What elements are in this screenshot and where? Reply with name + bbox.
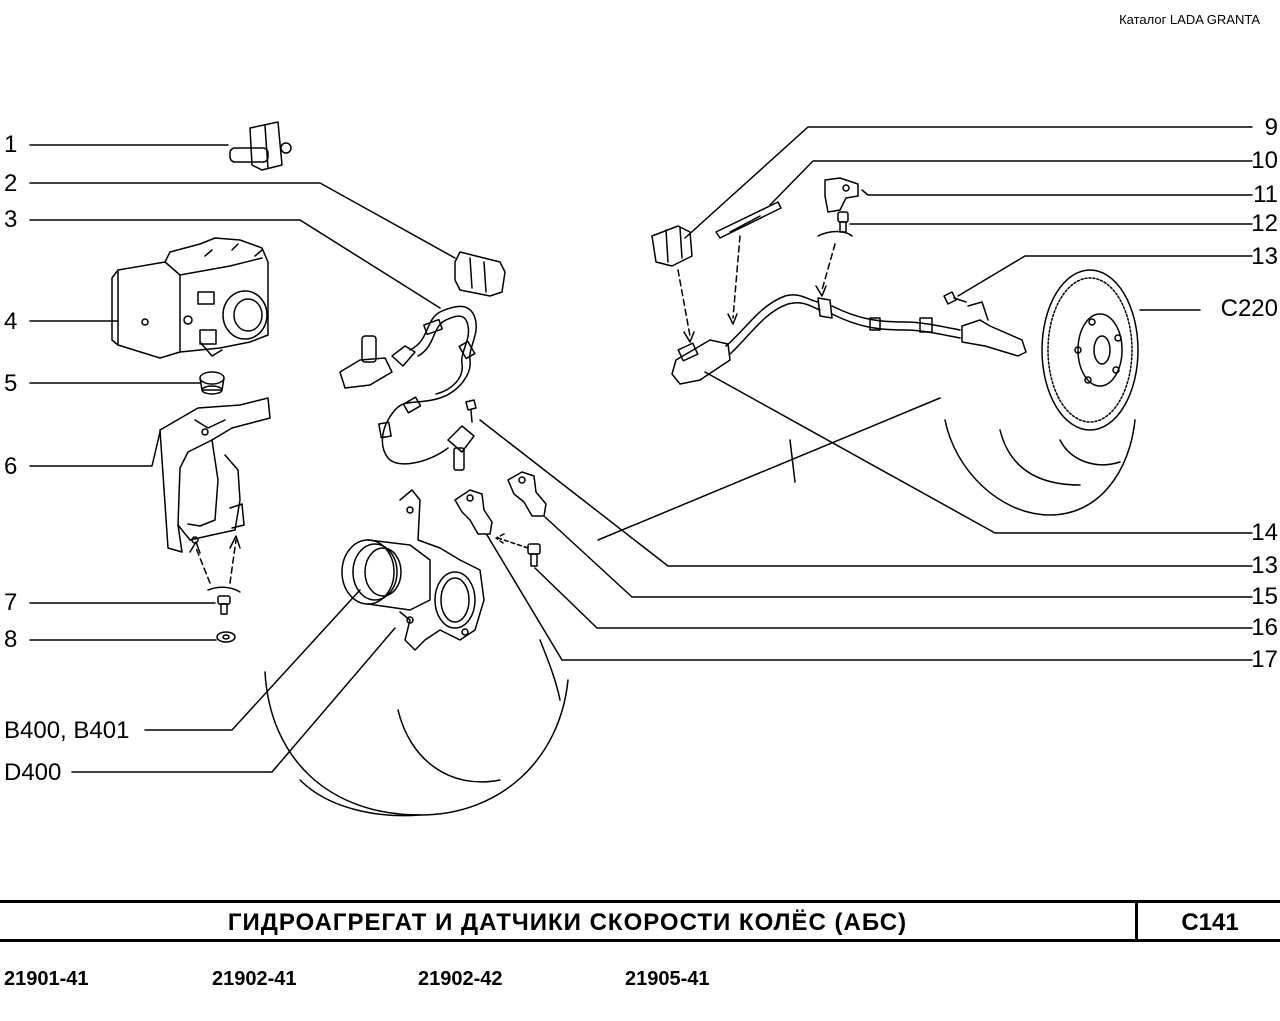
part-bolt-13-front [465, 399, 477, 423]
part-front-sensor-3 [339, 305, 477, 471]
arrow-16 [495, 533, 529, 549]
part-rear-sensor-14 [671, 294, 1027, 385]
title-divider [1135, 903, 1138, 939]
callout-13-lower: 13 [1251, 552, 1278, 579]
part-abs-unit-4 [111, 237, 269, 359]
part-mount-bracket-6 [159, 397, 271, 553]
callout-15: 15 [1251, 583, 1278, 610]
part-bolt-13-rear [943, 291, 967, 305]
callout-4: 4 [4, 308, 18, 335]
callout-7: 7 [4, 589, 18, 616]
callout-6: 6 [4, 453, 18, 480]
model-code: 21902-42 [418, 968, 503, 990]
model-code: 21905-41 [625, 968, 710, 990]
callout-9: 9 [1264, 114, 1278, 141]
part-clip-9 [651, 225, 693, 267]
part-grommet-5 [199, 371, 225, 395]
callout-c220: C220 [1220, 295, 1278, 322]
part-bracket-1 [229, 121, 292, 171]
part-brake-disc-c220 [1041, 269, 1139, 431]
rear-wheel-outline [944, 419, 1136, 516]
callout-3: 3 [4, 206, 18, 233]
part-knuckle-hub [341, 489, 485, 651]
callout-5: 5 [4, 370, 18, 397]
callout-2: 2 [4, 170, 18, 197]
title-bar: ГИДРОАГРЕГАТ И ДАТЧИКИ СКОРОСТИ КОЛЁС (А… [0, 900, 1280, 942]
callout-1: 1 [4, 131, 18, 158]
callout-14: 14 [1251, 519, 1278, 546]
callout-17: 17 [1251, 646, 1278, 673]
page-code: C141 [1181, 909, 1239, 936]
arc-mark-7 [207, 586, 241, 593]
part-bolt-7 [217, 595, 231, 615]
callout-16: 16 [1251, 614, 1278, 641]
callout-d400: D400 [4, 759, 62, 786]
model-code: 21901-41 [4, 968, 89, 990]
part-washer-8 [216, 631, 236, 643]
callout-10: 10 [1251, 147, 1278, 174]
part-bracket-11 [824, 177, 859, 213]
part-bolt-12 [837, 211, 849, 233]
callout-8: 8 [4, 626, 18, 653]
catalog-label: Каталог LADA GRANTA [1119, 12, 1260, 27]
section-separator [597, 397, 941, 541]
parts-drawing [29, 121, 1253, 817]
assembly-arrows-rear [677, 235, 836, 337]
callout-b400: B400, B401 [4, 717, 130, 744]
assembly-arrows-6 [195, 539, 237, 584]
part-sensor-bracket-15 [507, 471, 547, 517]
page-title: ГИДРОАГРЕГАТ И ДАТЧИКИ СКОРОСТИ КОЛЁС (А… [227, 909, 908, 936]
callout-11: 11 [1253, 181, 1278, 208]
part-sensor-bracket-17 [454, 489, 493, 535]
callout-12: 12 [1251, 210, 1278, 237]
part-cable-tie-10 [715, 201, 782, 239]
leader-lines-right [479, 126, 1253, 661]
arrow-heads-rear [683, 285, 827, 343]
front-wheel-outline [264, 639, 569, 817]
part-bushing-2 [454, 251, 506, 297]
leader-lines-left [29, 144, 456, 773]
part-bolt-16 [527, 543, 541, 567]
arrow-heads-6 [189, 535, 241, 554]
arc-mark-12 [817, 230, 853, 237]
model-code: 21902-41 [212, 968, 297, 990]
callout-13-upper: 13 [1251, 243, 1278, 270]
